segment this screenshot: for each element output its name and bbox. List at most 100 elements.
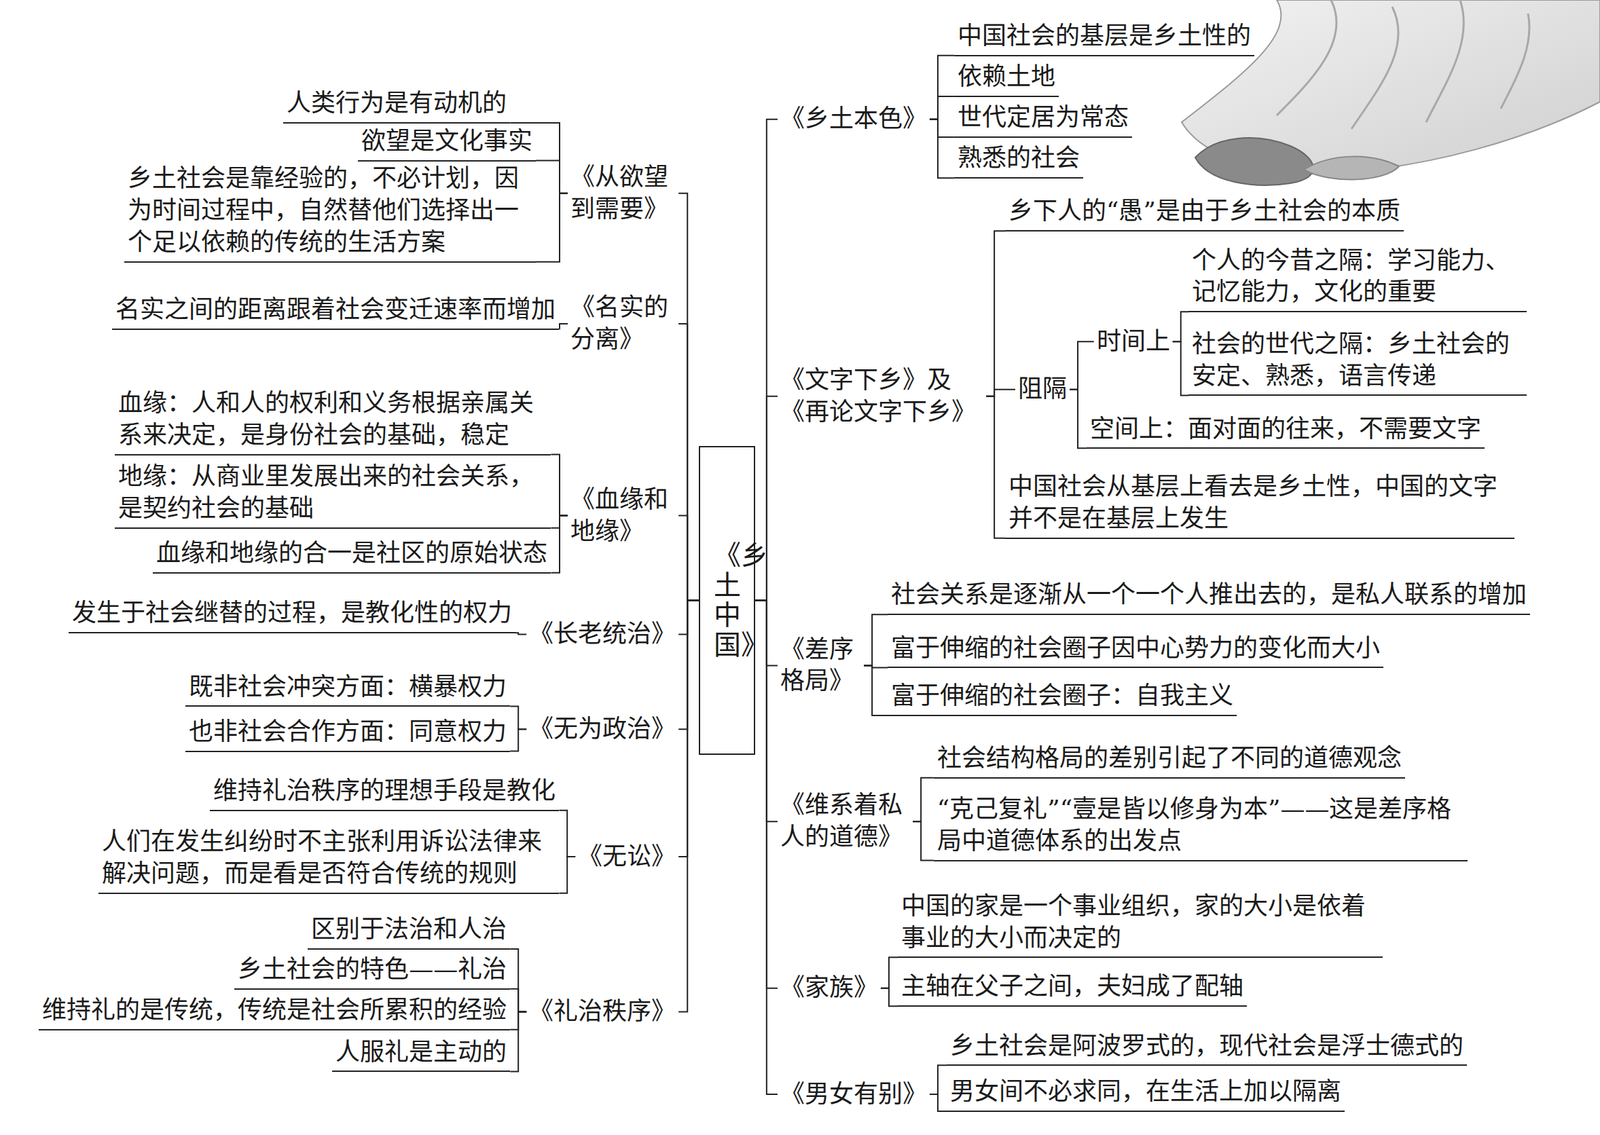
chapter-name: 《男女有别》 [780,1079,927,1112]
chapter-title: 《家族》 [777,971,881,1006]
branch-connector [678,193,699,602]
branch-connector [929,55,955,120]
note-text: 人服礼是主动的 [335,1037,507,1069]
note-text: 发生于社会继替的过程，是教化性的权力 [71,597,513,630]
branch-connector [535,193,568,263]
branch-connector [929,1094,947,1112]
branch-connector [1172,311,1190,342]
topic-note: 个人的今昔之隔：学习能力、记忆能力，文化的重要 [1188,245,1527,314]
chapter-title: 《名实的分离》 [567,290,679,358]
branch-connector [510,1011,527,1072]
chapter-title: 《长老统治》 [526,617,679,652]
mountain-ridge [1276,0,1530,130]
note-text: 血缘和地缘的合一是社区的原始状态 [156,537,548,570]
branch-connector [929,1065,947,1095]
branch-connector [515,632,527,635]
chapter-name: 《差序格局》 [780,634,862,699]
topic-note: 地缘：从商业里发展出来的社会关系，是契约社会的基础 [114,461,551,530]
branch-connector [912,778,934,823]
chapter-title: 《从欲望到需要》 [567,160,679,227]
note-text: 男女间不必求同，在生活上加以隔离 [950,1076,1342,1109]
note-text: 社会结构格局的差别引起了不同的道德观念 [937,742,1402,775]
topic-note: 名实之间的距离跟着社会变迁速率而增加 [112,294,559,331]
branch-connector [678,600,699,730]
branch-connector [510,949,527,1012]
note-text: 名实之间的距离跟着社会变迁速率而增加 [115,294,556,326]
note-text: 血缘：人和人的权利和义务根据亲属关系来决定，是身份社会的基础，稳定 [118,387,548,452]
chapter-name: 《家族》 [780,972,879,1005]
chapter-name: 《文字下乡》及《再论文字下乡》 [780,364,984,429]
topic-note: 空间上：面对面的往来，不需要文字 [1086,413,1485,450]
topic-note: 依赖土地 [954,61,1059,98]
note-text: 人类行为是有动机的 [286,87,507,120]
branch-connector [912,821,934,861]
chapter-name: 阻隔 [1017,373,1067,406]
note-text: 社会的世代之隔：乡土社会的安定、熟悉，语言传递 [1191,328,1524,393]
topic-note: 维持礼的是传统，传统是社会所累积的经验 [38,994,511,1031]
branch-connector [510,729,527,752]
topic-note: 乡土社会是靠经验的，不必计划，因为时间过程中，自然替他们选择出一个足以依赖的传统… [124,162,536,263]
note-text: 乡下人的“愚”是由于乡土社会的本质 [1008,195,1401,228]
chapter-name: 《礼治秩序》 [529,996,676,1029]
note-text: 既非社会冲突方面：横暴权力 [188,671,507,704]
chapter-name: 《长老统治》 [529,618,676,651]
chapter-title: 《无为政治》 [526,712,679,748]
book-title: 《乡土中国》 [713,540,741,661]
rock-shape [1303,156,1399,180]
topic-note: 社会关系是逐渐从一个一个人推出去的，是私人联系的增加 [887,579,1531,616]
note-text: 维持礼治秩序的理想手段是教化 [213,775,556,808]
branch-connector [510,989,527,1013]
chapter-title: 时间上 [1094,324,1173,360]
note-text: 人们在发生纠纷时不主张利用诉讼法律来解决问题，而是看是否符合传统的规则 [101,826,556,891]
branch-connector [678,600,699,858]
topic-note: 区别于法治和人治 [307,914,511,951]
note-text: 依赖土地 [957,61,1056,94]
branch-connector [986,389,1016,397]
note-text: 熟悉的社会 [957,142,1080,175]
branch-connector [1069,341,1095,390]
note-text: 主轴在父子之间，夫妇成了配轴 [901,971,1244,1004]
topic-note: 人服礼是主动的 [332,1037,511,1074]
chapter-title: 《男女有别》 [777,1077,930,1113]
note-text: 中国的家是一个事业组织，家的大小是依着事业的大小而决定的 [901,891,1380,955]
topic-note: 乡土社会的特色——礼治 [234,954,511,991]
note-text: 富于伸缩的社会圈子因中心势力的变化而大小 [891,632,1380,665]
note-text: 乡土社会的特色——礼治 [237,954,507,987]
topic-note: 社会结构格局的差别引起了不同的道德观念 [933,742,1406,779]
topic-note: 富于伸缩的社会圈子因中心势力的变化而大小 [887,632,1384,669]
topic-note: 熟悉的社会 [954,142,1084,179]
topic-note: 也非社会合作方面：同意权力 [185,716,511,753]
note-text: 乡土社会是阿波罗式的，现代社会是浮士德式的 [950,1030,1464,1063]
topic-note: 主轴在父子之间，夫妇成了配轴 [897,971,1247,1008]
note-text: 世代定居为常态 [957,101,1129,134]
branch-connector [1172,341,1190,396]
note-text: 富于伸缩的社会圈子：自我主义 [891,680,1234,713]
branch-connector [678,323,699,601]
branch-connector [755,600,778,1095]
branch-connector [863,614,888,666]
branch-connector [986,230,1006,396]
chapter-title: 《乡土本色》 [777,101,930,137]
topic-note: 中国的家是一个事业组织，家的大小是依着事业的大小而决定的 [897,891,1383,959]
topic-note: 中国社会从基层上看去是乡土性，中国的文字并不是在基层上发生 [1005,471,1515,540]
topic-note: 人们在发生纠纷时不主张利用诉讼法律来解决问题，而是看是否符合传统的规则 [98,826,559,895]
chapter-title: 《礼治秩序》 [526,994,679,1030]
chapter-title: 《文字下乡》及《再论文字下乡》 [777,363,987,430]
branch-connector [929,119,955,178]
chapter-name: 《从欲望到需要》 [570,161,676,226]
branch-connector [550,455,568,517]
topic-note: “克己复礼”“壹是皆以修身为本”——这是差序格局中道德体系的出发点 [933,793,1468,862]
topic-note: 乡土社会是阿波罗式的，现代社会是浮士德式的 [946,1030,1467,1067]
note-text: 社会关系是逐渐从一个一个人推出去的，是私人联系的增加 [891,579,1527,612]
note-text: 欲望是文化事实 [361,125,533,158]
note-text: 区别于法治和人治 [311,914,507,947]
topic-note: 世代定居为常态 [954,101,1133,138]
chapter-name: 《无为政治》 [529,713,676,746]
topic-note: 乡下人的“愚”是由于乡土社会的本质 [1005,195,1404,232]
branch-connector [678,600,699,635]
note-text: 空间上：面对面的往来，不需要文字 [1089,413,1482,446]
topic-note: 社会的世代之隔：乡土社会的安定、熟悉，语言传递 [1188,328,1527,397]
branch-connector [755,396,778,602]
note-text: 中国社会从基层上看去是乡土性，中国的文字并不是在基层上发生 [1008,471,1512,536]
book-title-box: 《乡土中国》 [698,446,756,756]
